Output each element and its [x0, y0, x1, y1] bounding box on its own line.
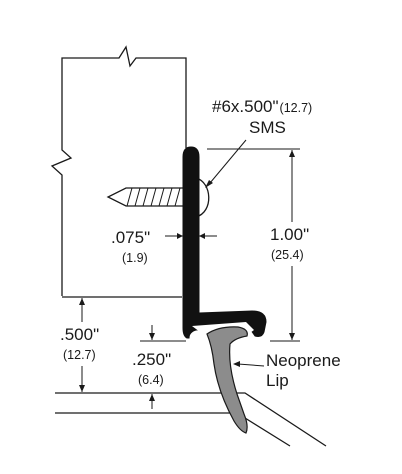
threshold-top-line	[55, 392, 327, 447]
gap-value-label: .250"	[132, 350, 171, 369]
screw-spec-label: #6x.500"(12.7)	[212, 97, 312, 116]
screw-type-label: SMS	[249, 118, 286, 137]
sweep-profile	[182, 146, 267, 339]
threshold-bottom-line	[55, 412, 291, 447]
door-outline	[50, 45, 187, 296]
screw-leader-line	[209, 139, 247, 184]
gap-metric-label: (6.4)	[138, 373, 164, 387]
height-value-label: 1.00"	[270, 225, 309, 244]
lip-label-line1: Neoprene	[266, 351, 341, 370]
neoprene-lip	[206, 326, 248, 434]
thickness-value-label: .075"	[111, 228, 150, 247]
lip-label-line2: Lip	[266, 371, 289, 390]
screw-icon	[106, 187, 187, 207]
thickness-metric-label: (1.9)	[122, 251, 148, 265]
offset-value-label: .500"	[60, 325, 99, 344]
screw-head	[195, 177, 210, 218]
lip-leader-line	[237, 363, 265, 367]
offset-metric-label: (12.7)	[63, 348, 96, 362]
height-metric-label: (25.4)	[271, 248, 304, 262]
